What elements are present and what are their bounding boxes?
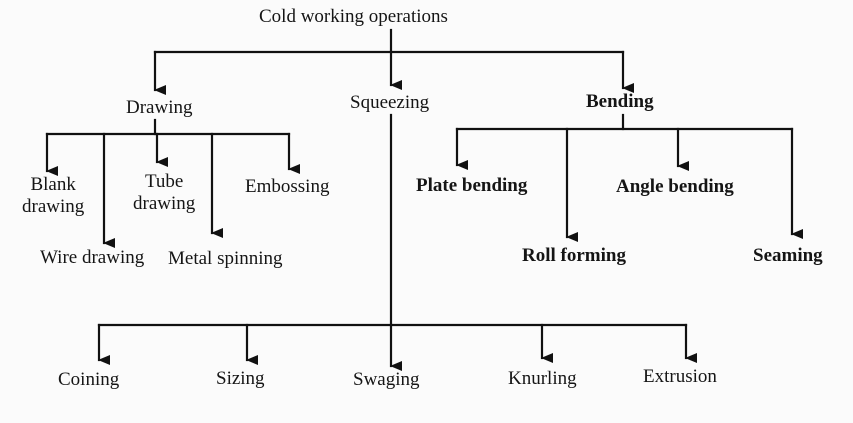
item-extrusion-label: Extrusion — [643, 366, 717, 387]
category-bending-label: Bending — [586, 91, 654, 112]
item-blank-drawing-label: Blank drawing — [22, 174, 85, 217]
item-sizing-label: Sizing — [216, 368, 265, 389]
item-wire-drawing-label: Wire drawing — [40, 247, 145, 268]
category-squeezing-label: Squeezing — [350, 92, 430, 113]
root-label: Cold working operations — [259, 6, 448, 27]
item-plate-bending-label: Plate bending — [416, 175, 528, 196]
item-knurling-label: Knurling — [508, 368, 577, 389]
item-tube-drawing-label: Tube drawing — [133, 171, 196, 214]
item-angle-bending-label: Angle bending — [616, 176, 734, 197]
item-embossing-label: Embossing — [245, 176, 330, 197]
item-seaming-label: Seaming — [753, 245, 823, 266]
item-roll-forming-label: Roll forming — [522, 245, 626, 266]
item-swaging-label: Swaging — [353, 369, 420, 390]
item-metal-spinning-label: Metal spinning — [168, 248, 283, 269]
category-drawing-label: Drawing — [126, 97, 193, 118]
item-coining-label: Coining — [58, 369, 120, 390]
